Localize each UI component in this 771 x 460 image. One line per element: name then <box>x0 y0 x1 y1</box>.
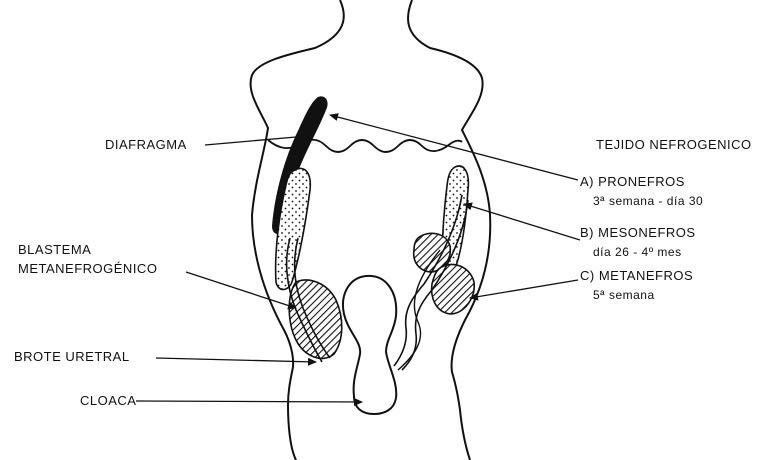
label-mesonefros-detail: día 26 - 4º mes <box>593 244 682 260</box>
label-cloaca: CLOACA <box>80 393 136 409</box>
label-brote-uretral: BROTE URETRAL <box>14 349 130 365</box>
label-metanefros-title: C) METANEFROS <box>580 268 693 284</box>
label-mesonefros-title: B) MESONEFROS <box>580 225 696 241</box>
label-tejido-nefrogenico: TEJIDO NEFROGENICO <box>596 137 752 153</box>
label-blastema-line1: BLASTEMA <box>18 242 91 258</box>
right-metanephros-shape <box>432 264 475 314</box>
diafragma-leader <box>205 137 296 145</box>
label-blastema-line2: METANEFROGÉNICO <box>18 261 157 277</box>
metanefros-leader <box>470 280 578 298</box>
label-diafragma: DIAFRAGMA <box>105 137 187 153</box>
label-pronefros-title: A) PRONEFROS <box>580 174 685 190</box>
label-metanefros-detail: 5ª semana <box>593 287 655 303</box>
cloaca-leader <box>136 401 362 402</box>
label-pronefros-detail: 3ª semana - día 30 <box>593 193 703 209</box>
mesonefros-leader <box>464 204 580 240</box>
cloaca-shape <box>343 276 396 414</box>
